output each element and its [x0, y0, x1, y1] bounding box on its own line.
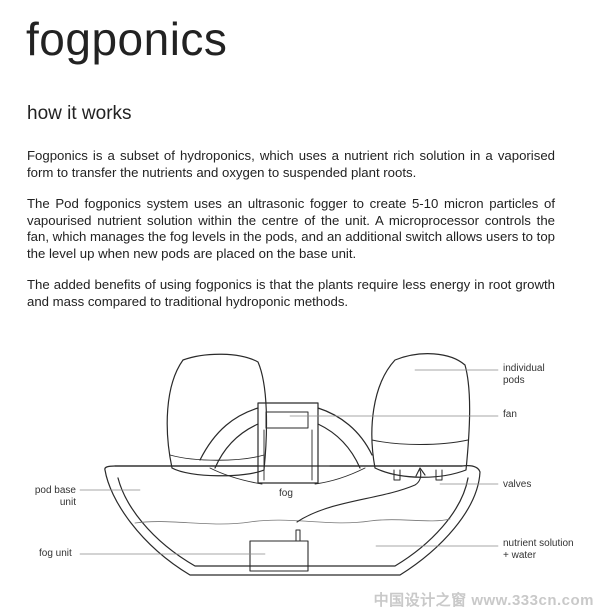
label-nutrient-solution: nutrient solution + water	[503, 538, 574, 561]
right-duct-lower	[317, 423, 361, 469]
label-valves: valves	[503, 479, 532, 490]
left-duct-upper	[199, 407, 259, 461]
valve-right	[435, 469, 443, 481]
fan-box	[265, 411, 309, 429]
fog-unit-box	[249, 540, 309, 572]
left-pod-base-line	[169, 454, 265, 461]
label-individual-pods: individual pods	[503, 363, 545, 386]
left-duct-lower	[214, 423, 259, 469]
paragraph-intro: Fogponics is a subset of hydroponics, wh…	[27, 148, 555, 180]
central-column-lines	[263, 429, 313, 481]
watermark: 中国设计之窗 www.333cn.com	[373, 592, 594, 609]
fan-housing	[257, 402, 319, 484]
base-partition	[209, 467, 366, 485]
fog-unit-nozzle	[295, 529, 301, 542]
right-duct-upper	[317, 407, 373, 456]
fog-flow-arrow	[296, 469, 422, 523]
fog-arrow-head	[415, 467, 426, 477]
right-pod-base-line	[371, 439, 469, 445]
right-pod	[371, 353, 471, 478]
base-unit-inner-rim	[117, 477, 469, 567]
base-unit-shell	[104, 465, 481, 576]
section-subtitle: how it works	[27, 103, 132, 124]
page-title: fogponics	[26, 13, 228, 65]
label-fan: fan	[503, 409, 517, 420]
paragraph-benefits: The added benefits of using fogponics is…	[27, 277, 555, 309]
label-fog-unit: fog unit	[39, 548, 72, 559]
paragraph-system: The Pod fogponics system uses an ultraso…	[27, 196, 555, 261]
nutrient-water-surface	[134, 518, 451, 525]
label-fog: fog	[279, 488, 293, 499]
valve-left	[393, 469, 401, 481]
label-pod-base-unit: pod base unit	[34, 485, 76, 508]
